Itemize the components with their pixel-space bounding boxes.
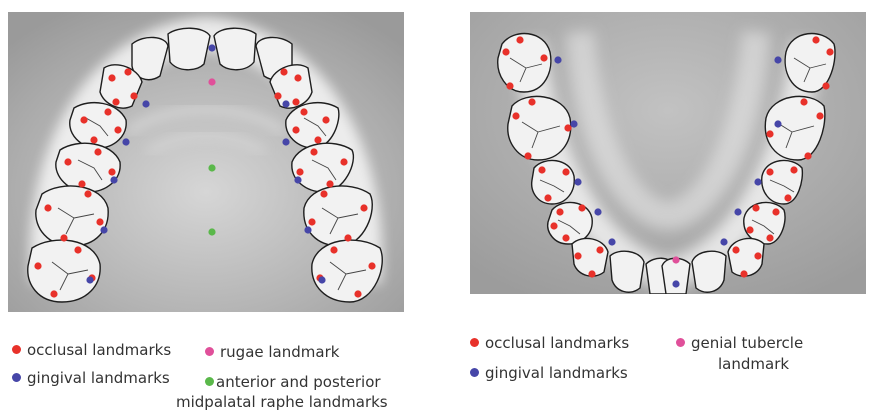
rugae-dot-icon	[205, 347, 214, 356]
raphe-dot-icon	[205, 377, 214, 386]
gingival-dot-icon	[12, 373, 21, 382]
tooth-lower-premolar2-left	[532, 160, 575, 204]
legend-genial-label-1: genial tubercle	[691, 334, 803, 352]
tooth-upper-premolar2-left	[56, 143, 120, 192]
occlusal-dot-icon	[12, 345, 21, 354]
tooth-lower-lateral-left	[610, 251, 644, 292]
upper-anterior-raphe-landmark	[208, 164, 215, 171]
legend-genial-cont: landmark	[718, 357, 789, 372]
upper-arch-illustration	[8, 12, 404, 312]
lower-genial-tubercle-landmark	[672, 256, 679, 263]
legend-raphe-label-2: midpalatal raphe landmarks	[176, 393, 388, 411]
tooth-lower-molar2-left	[498, 34, 551, 92]
lower-gingival-dot-icon	[470, 368, 479, 377]
legend-rugae: rugae landmark	[205, 345, 339, 360]
legend-raphe-label-1: anterior and posterior	[216, 373, 381, 391]
legend-lower-occlusal-label: occlusal landmarks	[485, 334, 629, 352]
legend-lower-gingival-label: gingival landmarks	[485, 364, 628, 382]
upper-posterior-raphe-landmark	[208, 228, 215, 235]
tooth-upper-incisor-2	[214, 28, 256, 70]
lower-occlusal-dot-icon	[470, 338, 479, 347]
legend-raphe-cont: midpalatal raphe landmarks	[176, 395, 388, 410]
upper-rugae-landmark	[208, 78, 215, 85]
legend-occlusal: occlusal landmarks	[12, 343, 171, 358]
legend-gingival: gingival landmarks	[12, 371, 170, 386]
legend-gingival-label: gingival landmarks	[27, 369, 170, 387]
tooth-lower-lateral-right	[692, 251, 726, 292]
upper-arch-panel	[8, 12, 404, 312]
tooth-upper-molar1-left	[36, 186, 108, 246]
tooth-lower-molar1-left	[508, 96, 571, 160]
legend-genial: genial tubercle	[676, 336, 803, 351]
legend-lower-occlusal: occlusal landmarks	[470, 336, 629, 351]
legend-occlusal-label: occlusal landmarks	[27, 341, 171, 359]
legend-lower-gingival: gingival landmarks	[470, 366, 628, 381]
legend-raphe: anterior and posterior	[205, 375, 381, 390]
tooth-upper-incisor-1	[168, 28, 210, 70]
genial-dot-icon	[676, 338, 685, 347]
legend-rugae-label: rugae landmark	[220, 343, 339, 361]
lower-arch-illustration	[470, 12, 866, 294]
legend-genial-label-2: landmark	[718, 355, 789, 373]
lower-arch-panel	[470, 12, 866, 294]
